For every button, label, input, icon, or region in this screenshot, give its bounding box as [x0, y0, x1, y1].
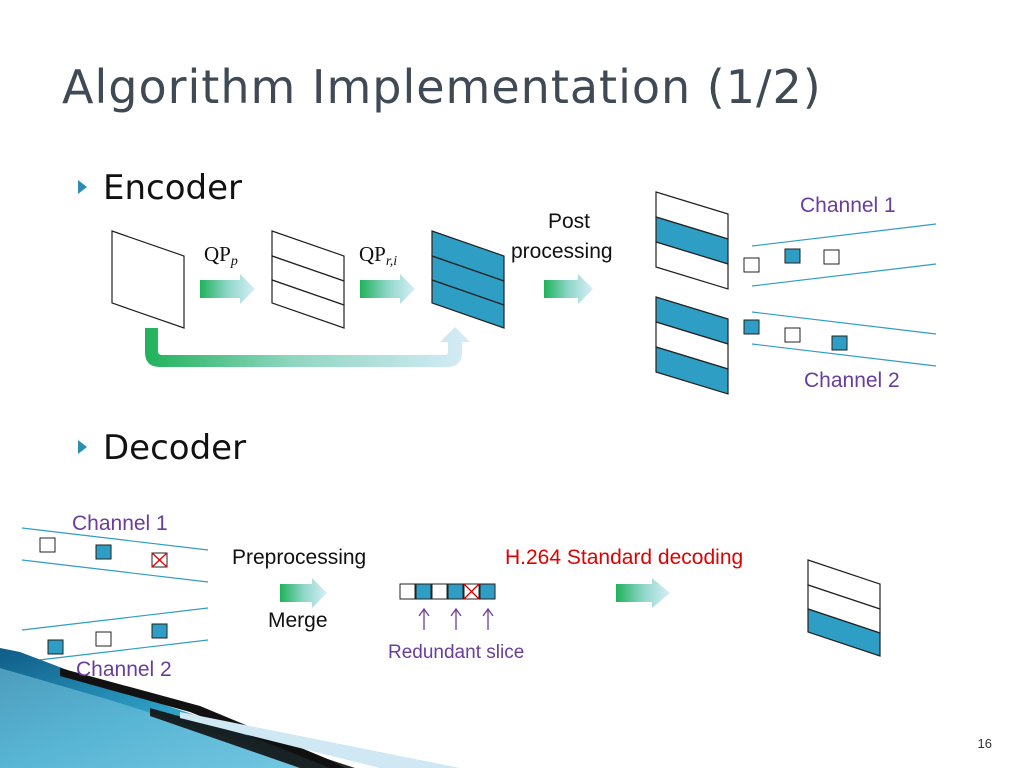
dec-channel2-packet [151, 623, 168, 639]
merge-label: Merge [268, 609, 328, 632]
channel1-line-top [751, 223, 937, 247]
input-frame [111, 230, 185, 329]
merge-arrow [280, 578, 327, 608]
decoding-arrow [616, 578, 670, 608]
post-processing-arrow [544, 274, 593, 304]
decoded-frame [807, 559, 881, 657]
standard-decoding-label: H.264 Standard decoding [505, 546, 744, 569]
channel2-packet [743, 319, 760, 335]
channel2-line-bottom [751, 343, 937, 367]
dec-channel2-packet [95, 631, 112, 647]
bypass-arrow [145, 327, 470, 367]
channel1-label: Channel 1 [800, 194, 896, 217]
dec-channel2-label: Channel 2 [76, 658, 172, 681]
channel2-packet [831, 335, 848, 351]
slide-title: Algorithm Implementation (1/2) [62, 60, 822, 114]
redundant-slice-label: Redundant slice [388, 642, 525, 663]
channel2-frame [655, 296, 729, 395]
channel1-line-bottom [751, 263, 937, 287]
qp-ri-label: QPr,i [359, 242, 398, 269]
decoder-label: Decoder [103, 428, 247, 468]
encoder-label: Encoder [103, 168, 243, 208]
bullet-arrow-icon [78, 439, 87, 454]
post-label-line2: processing [511, 240, 613, 263]
encoded-frame [271, 230, 345, 329]
bullet-encoder: Encoder [78, 168, 242, 208]
qp-p-label: QPp [204, 242, 238, 269]
channel2-label: Channel 2 [804, 369, 900, 392]
lost-packet-icon [151, 552, 168, 568]
dec-channel1-line-top [21, 527, 209, 551]
dec-channel1-packet [39, 537, 56, 553]
dec-channel1-packet [95, 544, 112, 560]
qp-p-arrow [200, 274, 255, 304]
post-label-line1: Post [548, 210, 591, 233]
channel2-line-top [751, 311, 937, 335]
redundant-frame [431, 230, 505, 329]
channel1-packet [784, 248, 801, 264]
dec-channel2-line-bottom [21, 639, 209, 663]
qp-ri-arrow [360, 274, 415, 304]
bullet-arrow-icon [78, 179, 87, 194]
dec-channel2-line-top [21, 607, 209, 631]
channel1-packet [743, 257, 760, 273]
channel1-packet [823, 249, 840, 265]
dec-channel2-packet [47, 639, 64, 655]
redundant-pointer-icon [418, 607, 494, 630]
preprocessing-label: Preprocessing [232, 546, 367, 569]
merged-stream [399, 583, 496, 600]
channel2-packet [784, 327, 801, 343]
dec-channel1-label: Channel 1 [72, 512, 168, 535]
corner-decoration [0, 648, 460, 768]
page-number: 16 [977, 736, 992, 751]
channel1-frame [655, 191, 729, 290]
bullet-decoder: Decoder [78, 428, 246, 468]
dec-channel1-line-bottom [21, 559, 209, 583]
